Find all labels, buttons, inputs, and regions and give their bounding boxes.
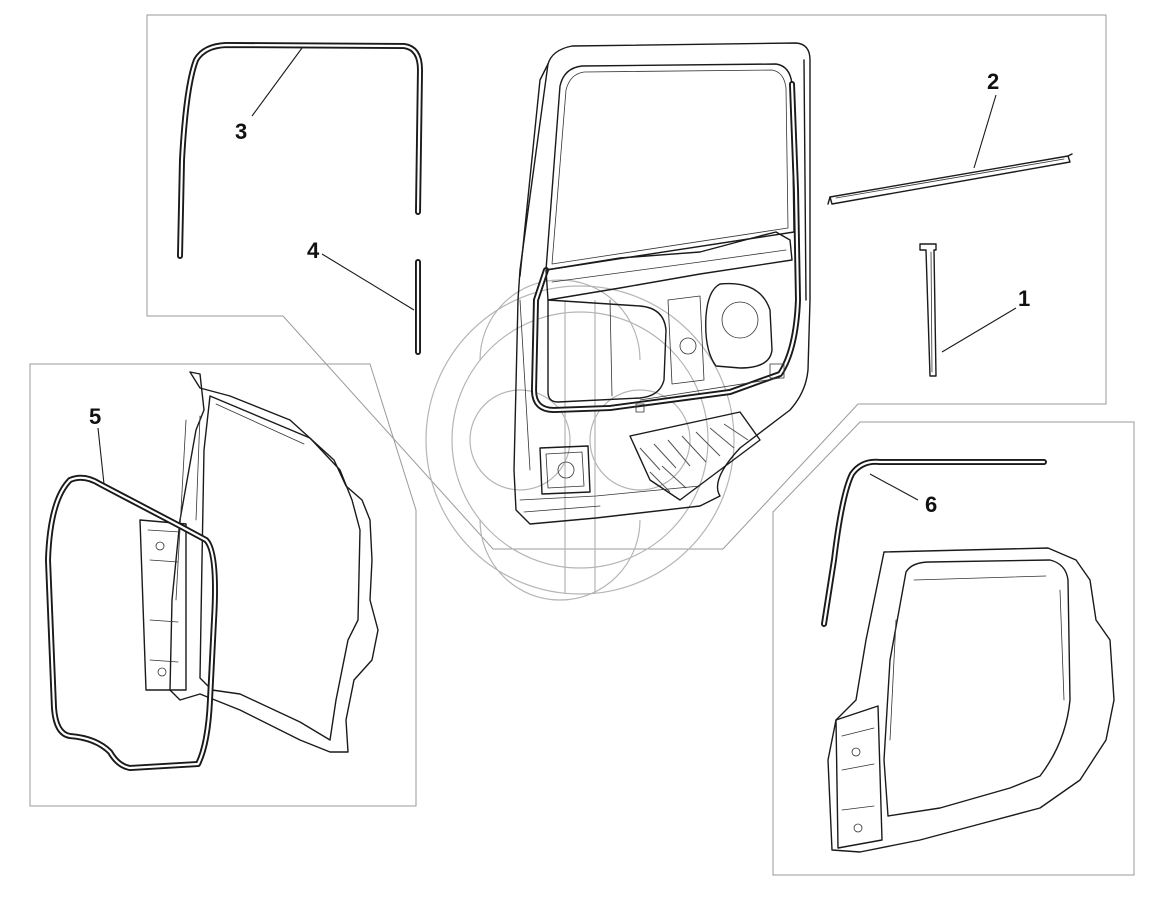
leader-6: [869, 473, 919, 501]
left-door-frame-assembly: [45, 371, 379, 771]
callout-5: 5: [89, 404, 101, 429]
leader-5: [97, 427, 105, 485]
leader-lines: [97, 47, 1017, 501]
callout-4: 4: [307, 238, 320, 263]
leader-1: [941, 307, 1017, 353]
callout-1: 1: [1018, 286, 1030, 311]
main-panel-frame: [146, 14, 1107, 550]
beltline-strip-part-2: [827, 153, 1073, 205]
leader-3: [251, 47, 303, 117]
leader-2: [973, 94, 997, 169]
left-panel-frame: [29, 363, 417, 807]
leader-4: [321, 253, 415, 311]
right-panel-frame: [772, 421, 1135, 876]
watermark-logo: [425, 279, 735, 601]
right-door-frame-assembly: [821, 458, 1115, 853]
callout-2: 2: [987, 69, 999, 94]
callout-6: 6: [925, 492, 937, 517]
window-channel-seal-part-3: [177, 42, 423, 259]
rail-part-1: [919, 243, 937, 377]
door-inner-panel: [513, 42, 811, 525]
callout-3: 3: [235, 119, 247, 144]
